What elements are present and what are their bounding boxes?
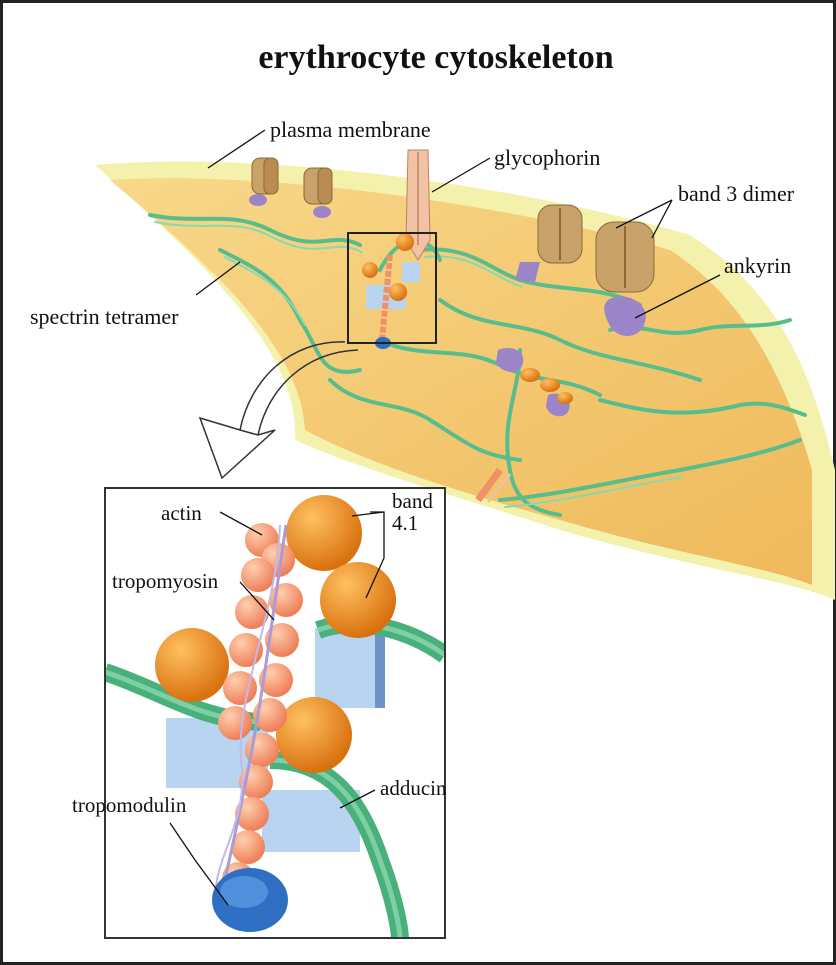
label-band41-line2: 4.1 <box>392 511 418 535</box>
label-tropomyosin: tropomyosin <box>112 569 219 593</box>
inset-panel <box>105 488 445 940</box>
band41-sphere <box>276 697 352 773</box>
label-band41-line1: band <box>392 489 433 513</box>
band41-sphere <box>286 495 362 571</box>
adducin-block <box>315 628 383 708</box>
label-spectrin-tetramer: spectrin tetramer <box>30 304 179 329</box>
label-ankyrin: ankyrin <box>724 253 791 278</box>
label-tropomodulin: tropomodulin <box>72 793 187 817</box>
band41-sphere <box>320 562 396 638</box>
diagram-title: erythrocyte cytoskeleton <box>258 39 613 76</box>
label-band3-dimer: band 3 dimer <box>678 181 795 206</box>
label-glycophorin: glycophorin <box>494 145 600 170</box>
label-adducin: adducin <box>380 776 447 800</box>
band41-sphere <box>155 628 229 702</box>
band3-dimer <box>596 222 654 292</box>
label-actin: actin <box>161 501 202 525</box>
label-plasma-membrane: plasma membrane <box>270 117 431 142</box>
